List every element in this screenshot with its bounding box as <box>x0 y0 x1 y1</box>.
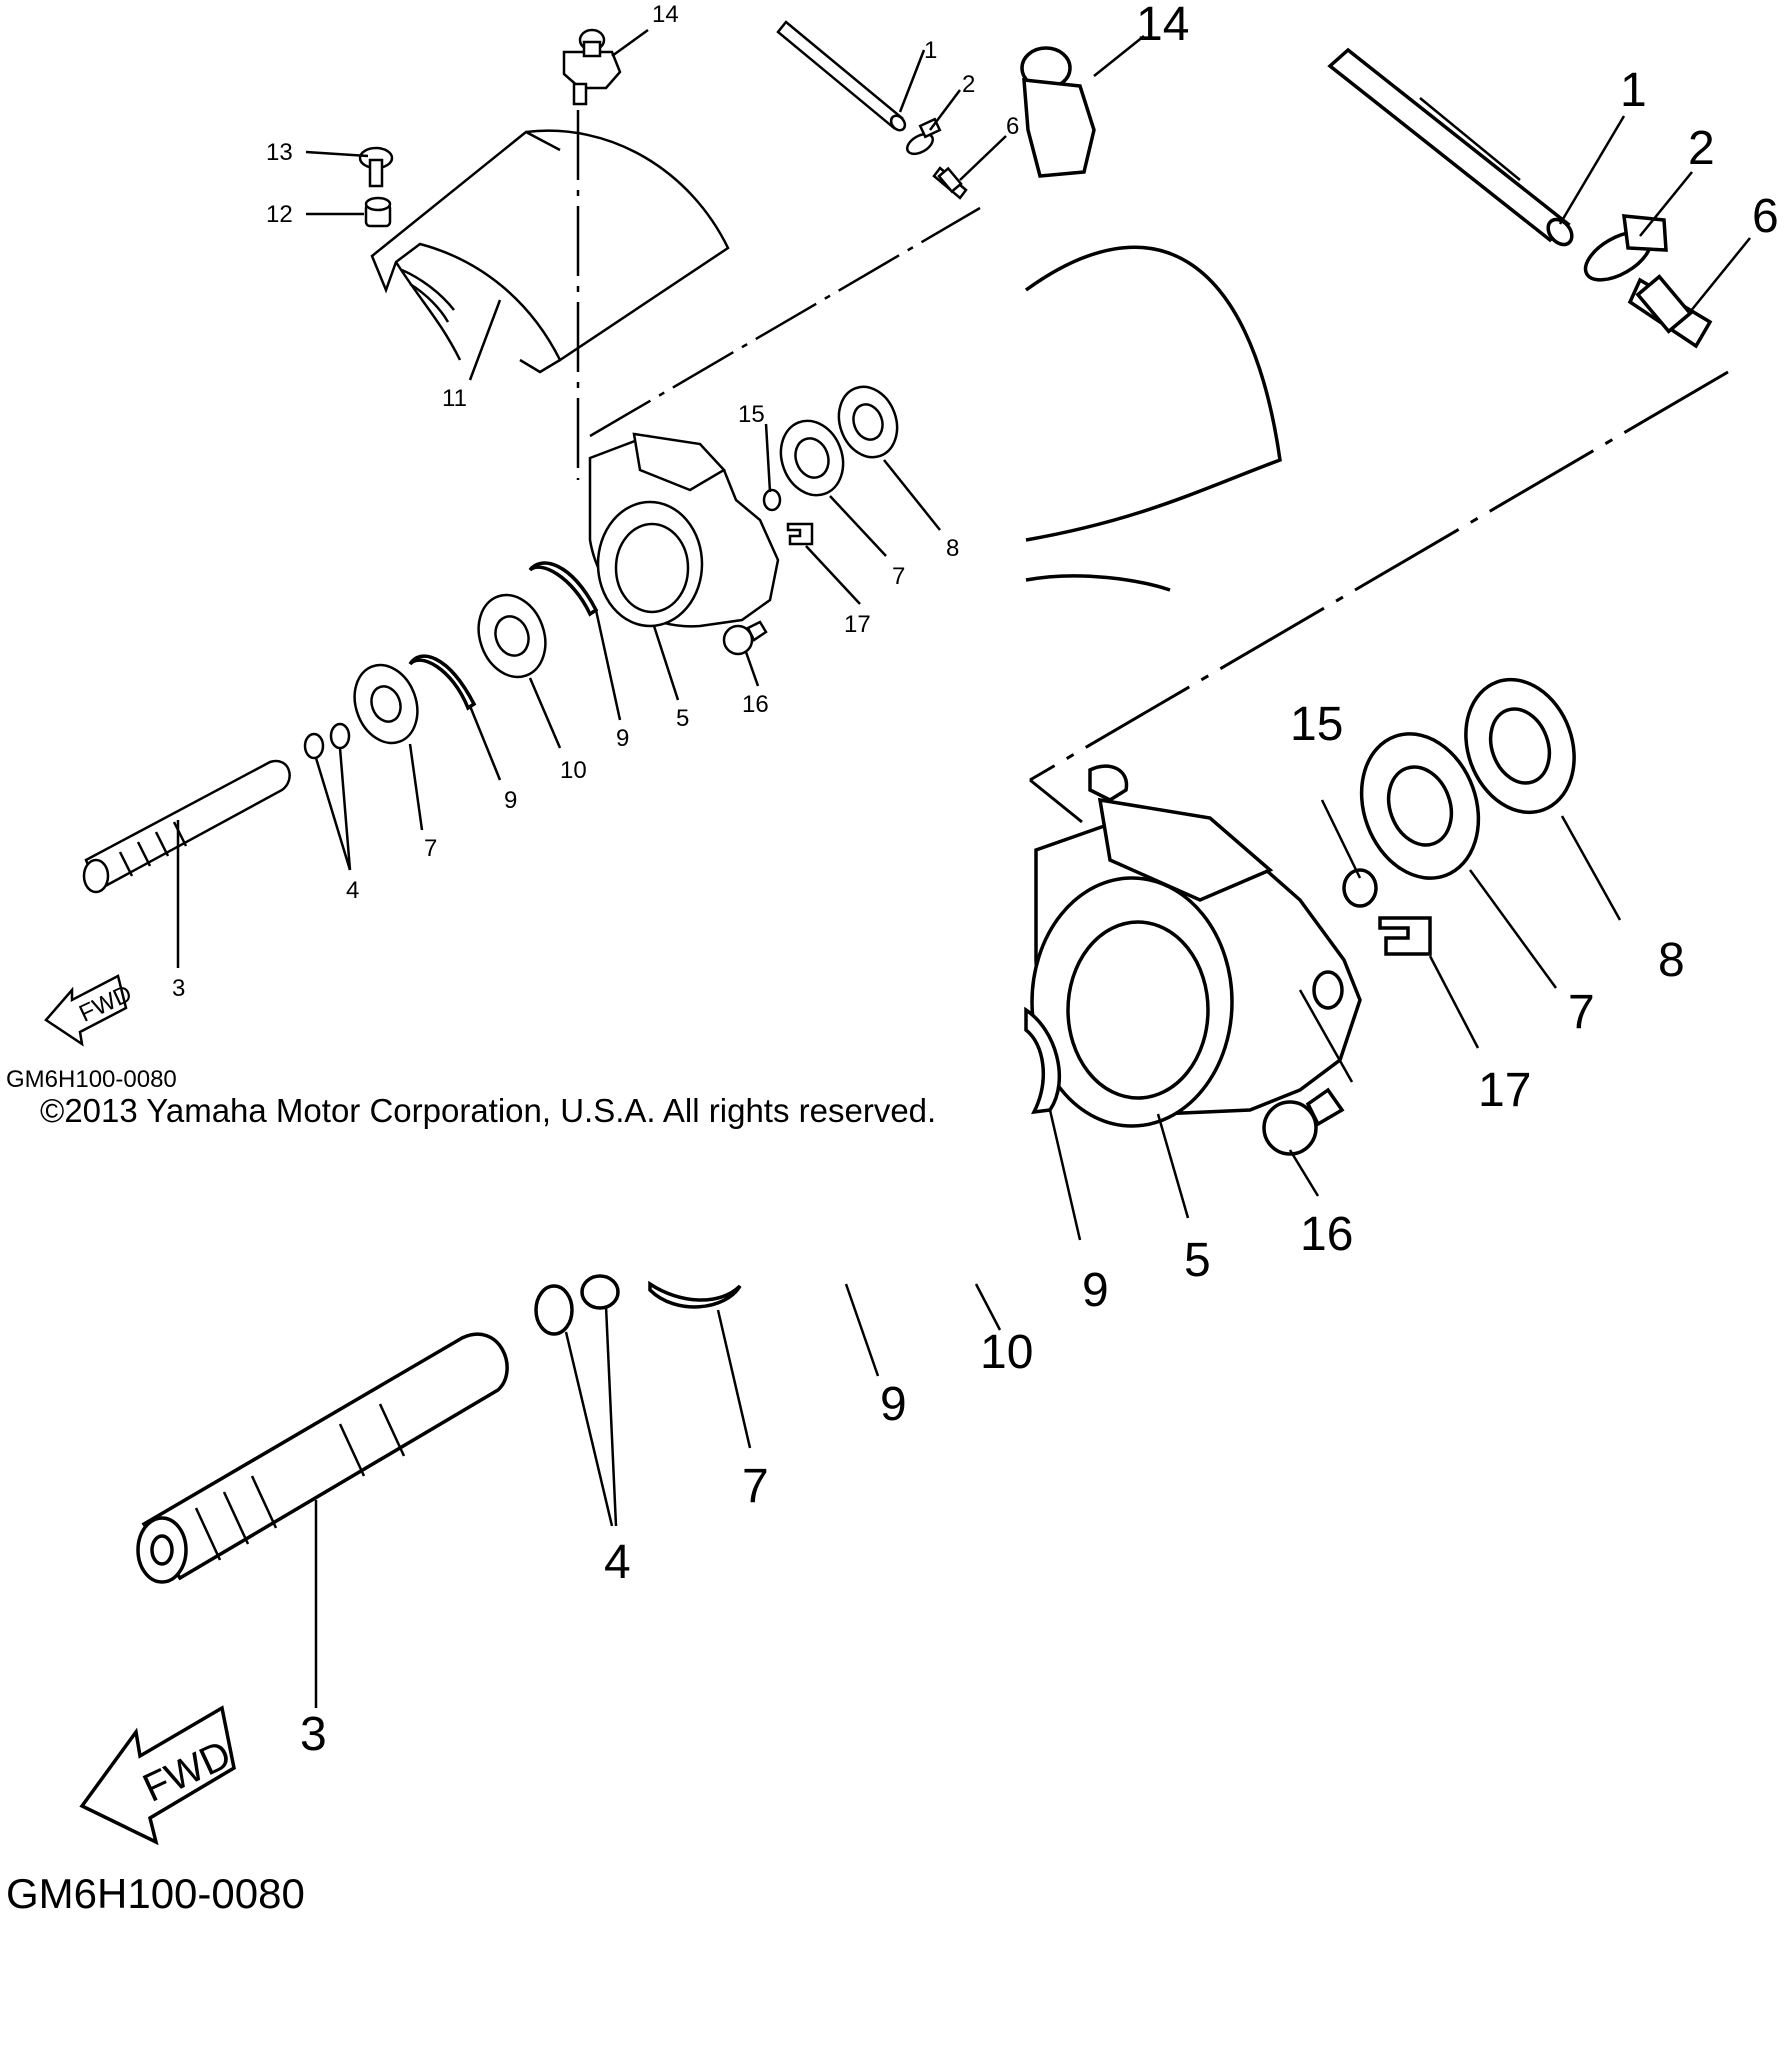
callout-6-large: 6 <box>1752 190 1779 243</box>
callout-6-small: 6 <box>1006 113 1019 140</box>
housing-part-5-large <box>1030 764 1362 1128</box>
callout-7-small-lower: 7 <box>424 835 437 862</box>
callout-16-small: 16 <box>742 691 769 718</box>
diagram-code-small: GM6H100-0080 <box>6 1066 177 1093</box>
bearing-part-8-large <box>1464 677 1576 815</box>
bearing-part-7-large <box>1359 732 1481 880</box>
bearing-part-7-lower <box>353 663 419 745</box>
callout-14-small: 14 <box>652 1 679 28</box>
callout-5-large: 5 <box>1184 1234 1211 1287</box>
callout-15-large: 15 <box>1290 698 1343 751</box>
grommet-part-14-large <box>1020 46 1096 178</box>
callout-17-small: 17 <box>844 611 871 638</box>
circlip-part-9-upper <box>528 561 599 617</box>
shaft-part-3-large <box>136 1332 509 1584</box>
large-leader-lines-lower <box>314 1283 1002 1708</box>
large-callouts-upper: 14 1 2 6 15 8 7 17 16 5 9 <box>1082 0 1779 1317</box>
large-callouts-lower: 10 9 7 4 3 <box>300 1326 1033 1761</box>
callout-12-small: 12 <box>266 201 293 228</box>
callout-7-large-upper: 7 <box>1568 986 1595 1039</box>
collar-part-12 <box>364 196 392 228</box>
bearing-part-8 <box>837 385 899 459</box>
bearing-part-10 <box>477 593 547 679</box>
small-callouts: 14 1 2 6 13 12 11 15 8 7 17 16 5 9 10 9 … <box>172 1 1019 1002</box>
small-leader-lines <box>176 28 1007 968</box>
callout-7-small-upper: 7 <box>892 563 905 590</box>
o-rings-part-4-large <box>534 1274 620 1336</box>
callout-10-small: 10 <box>560 757 587 784</box>
fwd-arrow-large: FWD <box>79 1705 238 1846</box>
callout-13-small: 13 <box>266 139 293 166</box>
callout-10-large: 10 <box>980 1326 1033 1379</box>
bolt-part-16-large <box>1262 1087 1345 1156</box>
large-diagram-upper: 14 1 2 6 15 8 7 17 16 5 9 <box>1020 0 1779 1317</box>
clip-part-17-large <box>1378 916 1432 956</box>
diagram-code-large: GM6H100-0080 <box>6 1870 305 1917</box>
small-diagram: FWD 14 1 2 <box>44 1 1019 1047</box>
callout-9-small-lower: 9 <box>504 787 517 814</box>
bolt-part-13 <box>358 146 394 188</box>
large-leader-lines-upper <box>1048 35 1751 1241</box>
bearing-part-7-large-lower <box>648 1280 742 1309</box>
callout-4-small: 4 <box>346 877 359 904</box>
pin-part-15-large <box>1342 868 1378 908</box>
callout-9-large-lower: 9 <box>880 1378 907 1431</box>
housing-part-5 <box>588 432 780 628</box>
pipe-part-1-large <box>1327 47 1574 247</box>
copyright-notice: ©2013 Yamaha Motor Corporation, U.S.A. A… <box>40 1092 937 1129</box>
shaft-part-3 <box>82 759 291 894</box>
callout-5-small: 5 <box>676 705 689 732</box>
pipe-part-1 <box>776 20 907 132</box>
callout-14-large: 14 <box>1136 0 1189 51</box>
callout-2-small: 2 <box>962 71 975 98</box>
grommet-part-14 <box>562 28 622 106</box>
nipple-part-6-large <box>1627 274 1713 349</box>
callout-3-large: 3 <box>300 1708 327 1761</box>
o-rings-part-4 <box>303 722 351 760</box>
callout-9-large-upper: 9 <box>1082 1264 1109 1317</box>
large-diagram-lower: FWD 10 9 7 4 3 <box>79 1274 1033 1846</box>
callout-8-small: 8 <box>946 535 959 562</box>
nipple-part-6 <box>932 166 968 200</box>
clamp-part-2-large <box>1583 214 1668 282</box>
bolt-part-16 <box>722 620 768 656</box>
callout-16-large: 16 <box>1300 1208 1353 1261</box>
callout-3-small: 3 <box>172 975 185 1002</box>
callout-7-large-lower: 7 <box>742 1460 769 1513</box>
callout-4-large: 4 <box>604 1536 631 1589</box>
callout-1-large: 1 <box>1620 64 1647 117</box>
cover-part-11-large <box>1024 245 1282 592</box>
bearing-part-7-upper <box>779 419 845 497</box>
callout-1-small: 1 <box>924 37 937 64</box>
cover-part-11 <box>370 129 730 374</box>
callout-15-small: 15 <box>738 401 765 428</box>
pin-part-15 <box>762 488 782 512</box>
callout-11-small: 11 <box>442 385 467 412</box>
callout-8-large: 8 <box>1658 934 1685 987</box>
clip-part-17 <box>786 522 814 546</box>
circlip-part-9-lower <box>408 654 477 711</box>
callout-2-large: 2 <box>1688 122 1715 175</box>
callout-9-small-upper: 9 <box>616 725 629 752</box>
callout-17-large: 17 <box>1478 1064 1531 1117</box>
fwd-arrow-small: FWD <box>44 974 136 1047</box>
